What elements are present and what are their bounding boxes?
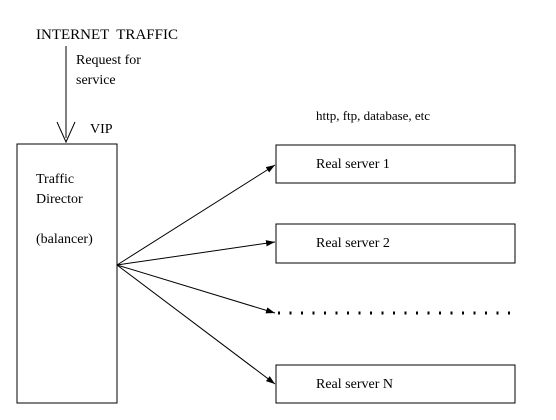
protocols-label: http, ftp, database, etc bbox=[316, 108, 430, 123]
arrow-to-more-servers bbox=[116, 264, 276, 314]
distribution-arrows bbox=[116, 164, 276, 385]
vip-label: VIP bbox=[90, 122, 113, 137]
director-label-line2: Director bbox=[36, 192, 83, 207]
server-box-n bbox=[275, 364, 516, 404]
director-label-line1: Traffic bbox=[36, 172, 74, 187]
request-label-line1: Request for bbox=[76, 53, 141, 68]
incoming-request-arrow bbox=[56, 46, 76, 144]
server-label-n: Real server N bbox=[316, 377, 393, 392]
server-box-1 bbox=[275, 144, 516, 184]
arrow-to-server-1 bbox=[116, 164, 276, 266]
arrow-to-server-2 bbox=[116, 240, 276, 266]
director-label-line3: (balancer) bbox=[36, 232, 93, 247]
server-label-1: Real server 1 bbox=[316, 157, 390, 172]
arrow-to-server-n bbox=[116, 264, 276, 385]
internet-traffic-label: INTERNET TRAFFIC bbox=[36, 27, 178, 43]
server-label-2: Real server 2 bbox=[316, 236, 390, 251]
server-box-2 bbox=[275, 223, 516, 264]
request-label-line2: service bbox=[76, 73, 116, 88]
traffic-director-box bbox=[16, 143, 118, 404]
